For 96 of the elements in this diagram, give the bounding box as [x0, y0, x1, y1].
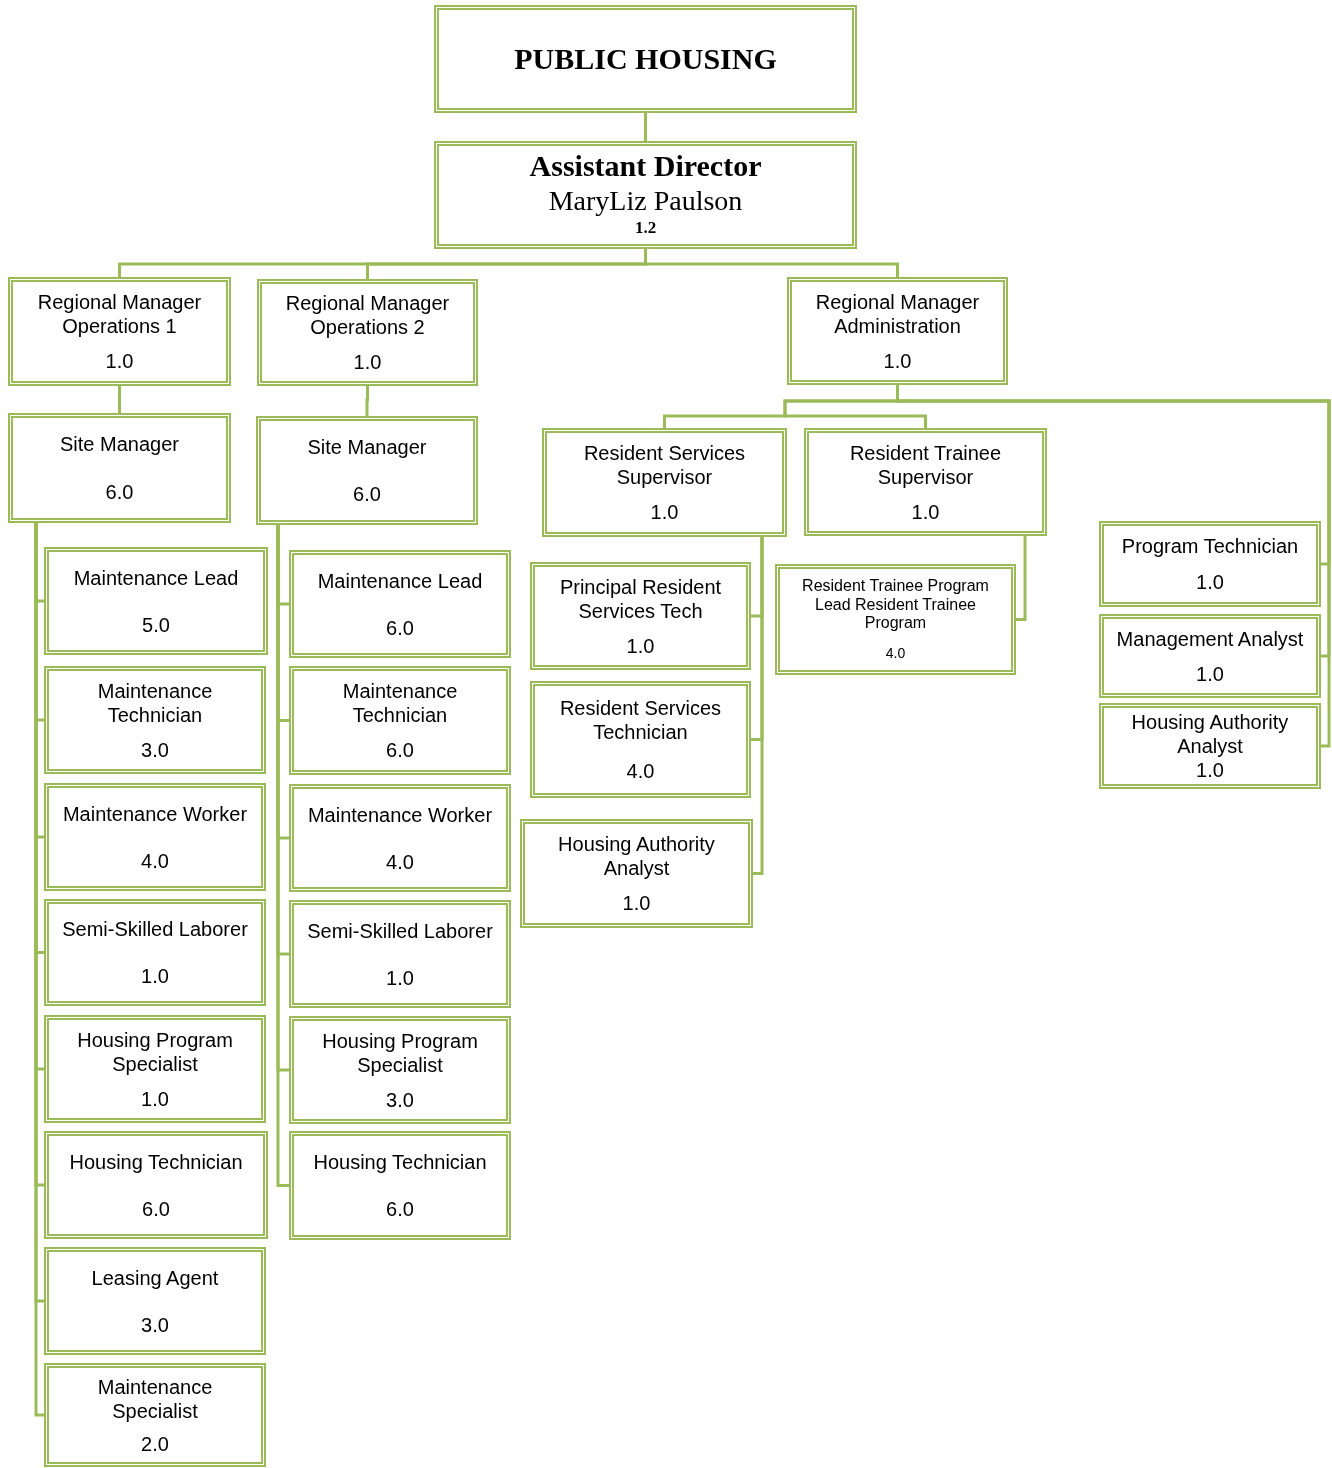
position-box	[44, 1131, 268, 1239]
position-title: Regional Manager Administration	[814, 289, 981, 338]
position-box	[44, 666, 266, 774]
connector-line	[1016, 536, 1027, 621]
position-title: Principal Resident Services Tech	[558, 574, 723, 623]
position-box	[542, 428, 787, 537]
position-box	[1099, 703, 1321, 789]
fte-count: 1.0	[353, 349, 382, 374]
position-title: Semi-Skilled Laborer	[307, 918, 493, 943]
fte-count: 3.0	[141, 1312, 169, 1337]
fte-count: 4.0	[141, 848, 169, 873]
position-title: Assistant Director	[529, 148, 762, 184]
connector-line	[644, 113, 647, 141]
fte-count: 1.0	[1196, 758, 1224, 782]
fte-count: 1.0	[650, 500, 679, 525]
position-box	[520, 819, 753, 928]
position-title: Site Manager	[307, 434, 427, 459]
fte-count: 3.0	[386, 1087, 414, 1112]
fte-count: 4.0	[386, 849, 414, 874]
fte-count: 1.0	[141, 963, 169, 988]
position-box	[44, 1015, 266, 1123]
fte-count: 1.0	[622, 891, 651, 916]
position-box	[289, 1131, 511, 1240]
position-box	[44, 1247, 266, 1355]
fte-count: 1.0	[911, 499, 940, 524]
position-box	[8, 413, 231, 523]
fte-count: 1.0	[1196, 661, 1224, 686]
fte-count: 6.0	[142, 1196, 170, 1221]
position-title: Maintenance Worker	[307, 802, 493, 827]
fte-count: 4.0	[885, 645, 906, 662]
position-title: Resident Trainee Program Lead Resident Trainee Program	[801, 577, 990, 633]
fte-count: 2.0	[141, 1431, 169, 1456]
position-box	[289, 784, 511, 892]
position-box	[44, 783, 266, 891]
position-box	[1099, 521, 1321, 607]
fte-count: 1.0	[1196, 570, 1224, 594]
connector-line	[365, 386, 369, 416]
position-box	[44, 1363, 266, 1467]
position-box	[256, 416, 478, 525]
fte-count: 1.0	[883, 348, 912, 373]
fte-count: 6.0	[386, 1197, 414, 1222]
position-title: Management Analyst	[1116, 626, 1304, 651]
fte-count: 1.0	[386, 965, 414, 990]
position-title: Regional Manager Operations 1	[36, 289, 203, 338]
position-box	[434, 141, 857, 249]
person-name: MaryLiz Paulson	[548, 184, 743, 218]
position-title: Housing Technician	[69, 1149, 243, 1174]
position-title: Housing Authority Analyst	[557, 831, 716, 880]
position-title: Housing Technician	[313, 1149, 487, 1174]
connector-line	[644, 249, 899, 277]
position-title: Resident Services Supervisor	[582, 440, 747, 489]
position-title: Program Technician	[1121, 534, 1299, 558]
position-box	[530, 681, 751, 798]
fte-count: 3.0	[141, 737, 169, 762]
fte-count: 1.0	[141, 1086, 169, 1111]
chart-title: PUBLIC HOUSING	[514, 41, 777, 77]
position-title: Housing Authority Analyst	[1130, 710, 1290, 758]
fte-count: 1.0	[105, 349, 134, 374]
position-title: Resident Trainee Supervisor	[848, 440, 1003, 489]
position-title: Housing Program Specialist	[76, 1027, 234, 1076]
fte-count: 6.0	[386, 615, 414, 640]
fte-count: 1.0	[626, 633, 655, 658]
position-title: Maintenance Lead	[73, 565, 239, 590]
position-box	[44, 547, 268, 655]
fte-count: 6.0	[353, 482, 381, 507]
fte-count: 1.2	[634, 217, 657, 238]
position-title: Site Manager	[60, 432, 179, 456]
position-box	[44, 899, 266, 1006]
position-box	[1099, 614, 1321, 698]
position-title: Housing Program Specialist	[321, 1028, 479, 1077]
position-box	[775, 564, 1016, 675]
position-title: Maintenance Worker	[62, 801, 248, 826]
position-box	[289, 550, 511, 658]
position-box	[530, 562, 751, 670]
fte-count: 5.0	[142, 612, 170, 637]
position-box	[289, 1016, 511, 1124]
position-box	[804, 428, 1047, 536]
position-title: Maintenance Technician	[96, 678, 214, 727]
position-title: Semi-Skilled Laborer	[62, 917, 248, 942]
position-title: Maintenance Lead	[317, 568, 483, 593]
position-title: Resident Services Technician	[558, 695, 723, 744]
position-box	[257, 279, 478, 386]
fte-count: 6.0	[105, 480, 134, 504]
fte-count: 4.0	[626, 759, 655, 784]
position-title: Regional Manager Operations 2	[284, 291, 451, 340]
fte-count: 6.0	[386, 738, 414, 763]
position-title: Maintenance Technician	[341, 678, 459, 727]
position-box	[289, 900, 511, 1008]
position-title: Leasing Agent	[91, 1265, 219, 1290]
position-box	[289, 666, 511, 775]
position-title: Maintenance Specialist	[96, 1374, 214, 1423]
position-box	[787, 277, 1008, 385]
title-box	[434, 5, 857, 113]
connector-line	[753, 537, 764, 875]
position-box	[8, 277, 231, 386]
connector-line	[118, 386, 121, 413]
